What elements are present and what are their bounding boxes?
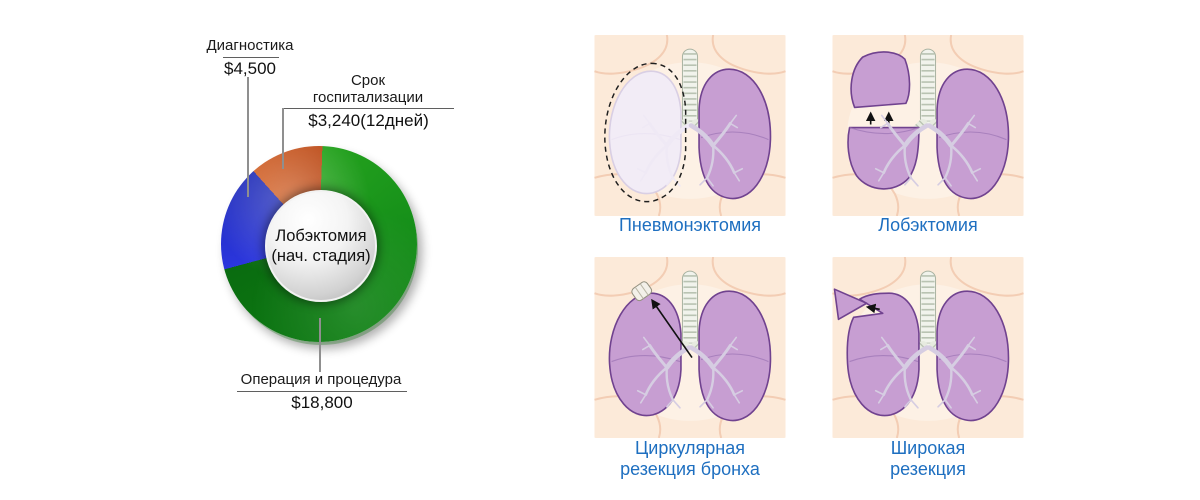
hospital-stay-underline bbox=[282, 108, 454, 109]
diagnostics-label: Диагностика bbox=[206, 37, 294, 54]
left-lung bbox=[936, 290, 1010, 422]
left-lung bbox=[936, 68, 1010, 200]
lobectomy-panel bbox=[832, 35, 1024, 216]
pneumonectomy-label: Пневмонэктомия bbox=[618, 215, 762, 235]
circular-resection-label: Циркулярная резекция бронха bbox=[620, 438, 760, 479]
lobectomy-illustration bbox=[832, 35, 1024, 216]
detached-upper-lobe bbox=[850, 51, 911, 109]
operation-label: Операция и процедура bbox=[240, 371, 402, 388]
hospital-stay-value: $3,240(12дней) bbox=[308, 111, 429, 130]
donut-center-disc: Лобэктомия (нач. стадия) bbox=[265, 190, 377, 302]
hospital-stay-leader-line bbox=[282, 108, 284, 169]
operation-underline bbox=[237, 391, 407, 392]
wide-resection-illustration bbox=[832, 257, 1024, 438]
pneumonectomy-panel bbox=[594, 35, 786, 216]
operation-leader-line bbox=[319, 318, 321, 372]
left-lung bbox=[698, 68, 772, 200]
left-arrow-icon bbox=[865, 303, 880, 314]
wedge-piece bbox=[833, 288, 868, 321]
pneumonectomy-illustration bbox=[594, 35, 786, 216]
wide-resection-panel bbox=[832, 257, 1024, 438]
wide-resection-label: Широкая резекция bbox=[890, 438, 966, 479]
hospital-stay-label: Срок госпитализации bbox=[312, 72, 424, 106]
diagnostics-value: $4,500 bbox=[224, 59, 276, 78]
circular-resection-illustration bbox=[594, 257, 786, 438]
diagnostics-leader-line bbox=[247, 77, 249, 197]
circular-resection-panel bbox=[594, 257, 786, 438]
lobectomy-label: Лобэктомия bbox=[878, 215, 978, 235]
operation-value: $18,800 bbox=[291, 393, 353, 412]
left-lung bbox=[698, 290, 772, 422]
donut-center-label: Лобэктомия (нач. стадия) bbox=[271, 227, 371, 265]
resection-arrow-icon bbox=[651, 298, 693, 359]
diagnostics-underline bbox=[223, 57, 279, 58]
